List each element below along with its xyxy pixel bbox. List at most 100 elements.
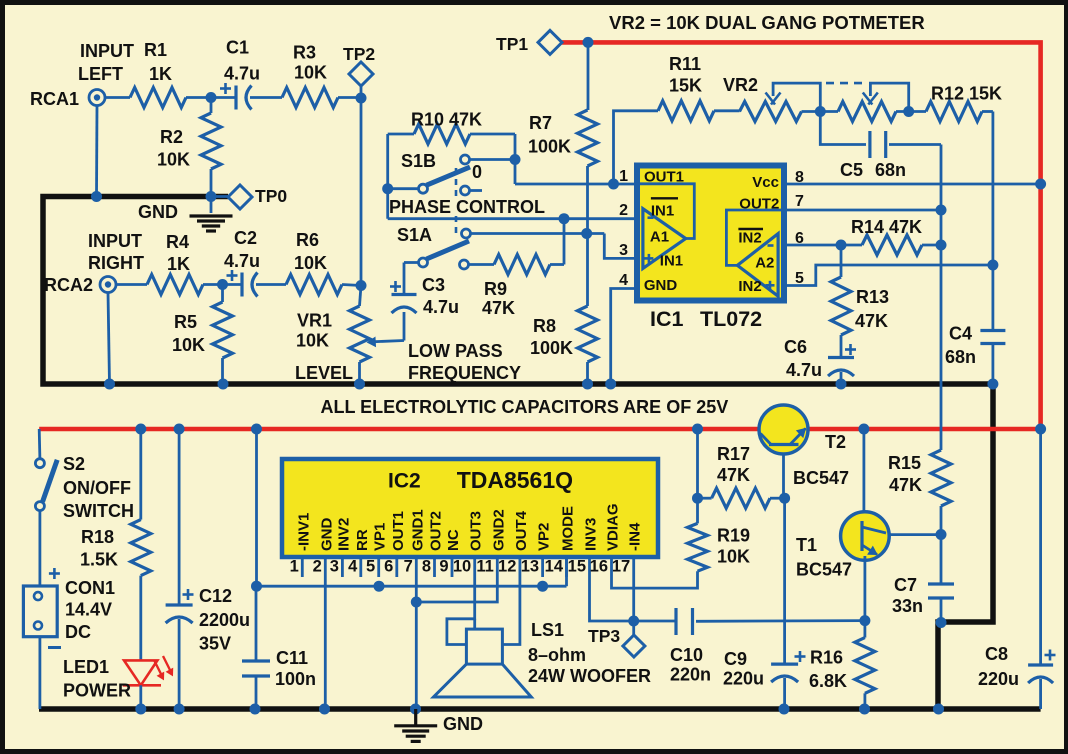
svg-text:220u: 220u xyxy=(978,669,1019,689)
svg-text:R6: R6 xyxy=(296,230,319,250)
svg-text:220n: 220n xyxy=(670,665,711,685)
svg-text:4.7u: 4.7u xyxy=(224,64,260,84)
svg-text:VR2: VR2 xyxy=(723,75,758,95)
svg-text:R16: R16 xyxy=(810,648,843,668)
svg-text:C11: C11 xyxy=(276,648,308,668)
svg-text:C1: C1 xyxy=(226,38,249,58)
svg-text:BC547: BC547 xyxy=(793,468,849,488)
svg-text:GND: GND xyxy=(443,714,483,734)
svg-text:12: 12 xyxy=(498,558,516,576)
svg-text:PHASE CONTROL: PHASE CONTROL xyxy=(389,197,545,217)
svg-text:35V: 35V xyxy=(199,634,231,654)
svg-text:S1A: S1A xyxy=(397,225,432,245)
svg-text:1.5K: 1.5K xyxy=(80,550,118,570)
svg-text:C12: C12 xyxy=(199,586,232,606)
svg-text:TP0: TP0 xyxy=(255,186,287,206)
svg-text:TL072: TL072 xyxy=(700,307,762,331)
svg-text:LEFT: LEFT xyxy=(78,64,123,84)
svg-text:VR1: VR1 xyxy=(297,311,332,331)
svg-text:IC2: IC2 xyxy=(388,470,421,493)
svg-text:INPUT: INPUT xyxy=(80,41,134,61)
svg-text:100n: 100n xyxy=(275,669,316,689)
svg-text:OUT2: OUT2 xyxy=(428,511,445,551)
svg-text:0: 0 xyxy=(472,162,482,182)
svg-text:R2: R2 xyxy=(160,127,183,147)
svg-text:INV3: INV3 xyxy=(583,518,600,551)
svg-text:7: 7 xyxy=(404,558,413,576)
svg-text:R17: R17 xyxy=(717,444,750,464)
svg-text:10K: 10K xyxy=(157,150,190,170)
svg-text:2200u: 2200u xyxy=(199,610,250,630)
svg-text:S2: S2 xyxy=(63,454,85,474)
svg-text:4: 4 xyxy=(348,558,358,576)
svg-text:C5: C5 xyxy=(840,160,863,180)
svg-text:C3: C3 xyxy=(422,275,445,295)
svg-text:R11: R11 xyxy=(669,54,701,74)
svg-text:-IN4: -IN4 xyxy=(627,522,644,551)
svg-text:11: 11 xyxy=(476,558,493,576)
svg-text:1: 1 xyxy=(619,168,628,185)
svg-text:3: 3 xyxy=(619,242,628,259)
svg-text:5: 5 xyxy=(795,270,804,287)
svg-text:RIGHT: RIGHT xyxy=(88,253,144,273)
svg-text:MODE: MODE xyxy=(560,506,577,551)
svg-text:BC547: BC547 xyxy=(796,560,852,580)
svg-text:IN2: IN2 xyxy=(738,278,761,295)
svg-text:NC: NC xyxy=(445,529,462,551)
svg-text:INPUT: INPUT xyxy=(88,231,142,251)
svg-text:GND2: GND2 xyxy=(490,509,507,551)
svg-text:1: 1 xyxy=(290,558,299,576)
svg-text:47K: 47K xyxy=(855,311,888,331)
svg-text:GND: GND xyxy=(644,277,678,294)
svg-text:47K: 47K xyxy=(889,475,922,495)
svg-text:8: 8 xyxy=(795,169,804,186)
svg-text:FREQUENCY: FREQUENCY xyxy=(408,363,521,383)
svg-text:S1B: S1B xyxy=(401,151,436,171)
svg-text:2: 2 xyxy=(313,558,322,576)
svg-text:4.7u: 4.7u xyxy=(423,297,459,317)
svg-text:VDIAG: VDIAG xyxy=(605,503,622,551)
svg-text:OUT2: OUT2 xyxy=(739,196,779,213)
svg-text:68n: 68n xyxy=(945,347,976,367)
svg-text:INV2: INV2 xyxy=(335,518,352,551)
svg-text:R12 15K: R12 15K xyxy=(931,84,1002,104)
svg-text:RCA1: RCA1 xyxy=(30,89,79,109)
svg-text:17: 17 xyxy=(612,558,630,576)
svg-text:TDA8561Q: TDA8561Q xyxy=(457,467,573,493)
svg-text:4.7u: 4.7u xyxy=(786,360,822,380)
svg-text:R8: R8 xyxy=(533,316,556,336)
svg-text:RCA2: RCA2 xyxy=(44,275,93,295)
svg-text:10K: 10K xyxy=(717,547,750,567)
svg-text:14: 14 xyxy=(545,558,564,576)
svg-text:R9: R9 xyxy=(484,279,507,299)
svg-text:9: 9 xyxy=(439,558,448,576)
svg-text:VP1: VP1 xyxy=(372,523,389,551)
svg-text:LEVEL: LEVEL xyxy=(295,363,353,383)
svg-text:T2: T2 xyxy=(825,432,846,452)
svg-text:R10 47K: R10 47K xyxy=(411,110,482,130)
svg-text:OUT3: OUT3 xyxy=(468,511,485,551)
svg-text:8: 8 xyxy=(422,558,431,576)
svg-text:OUT4: OUT4 xyxy=(513,510,530,551)
svg-text:LOW PASS: LOW PASS xyxy=(408,341,503,361)
svg-text:IN2: IN2 xyxy=(738,230,761,247)
svg-text:GND: GND xyxy=(318,518,335,552)
svg-text:C7: C7 xyxy=(894,575,917,595)
svg-text:C2: C2 xyxy=(234,228,257,248)
svg-text:SWITCH: SWITCH xyxy=(63,501,134,521)
svg-text:LS1: LS1 xyxy=(531,620,564,640)
svg-text:6.8K: 6.8K xyxy=(809,671,847,691)
svg-text:R1: R1 xyxy=(144,40,167,60)
svg-text:R5: R5 xyxy=(174,312,197,332)
svg-text:C8: C8 xyxy=(985,644,1008,664)
svg-text:10K: 10K xyxy=(296,331,329,351)
svg-text:R19: R19 xyxy=(717,526,750,546)
svg-text:R15: R15 xyxy=(888,453,921,473)
svg-text:6: 6 xyxy=(384,558,393,576)
svg-text:2: 2 xyxy=(619,202,628,219)
svg-text:RR: RR xyxy=(354,529,371,551)
svg-text:14.4V: 14.4V xyxy=(65,600,112,620)
svg-text:C10: C10 xyxy=(670,645,703,665)
svg-text:R13: R13 xyxy=(856,287,889,307)
svg-text:IC1: IC1 xyxy=(650,307,684,331)
